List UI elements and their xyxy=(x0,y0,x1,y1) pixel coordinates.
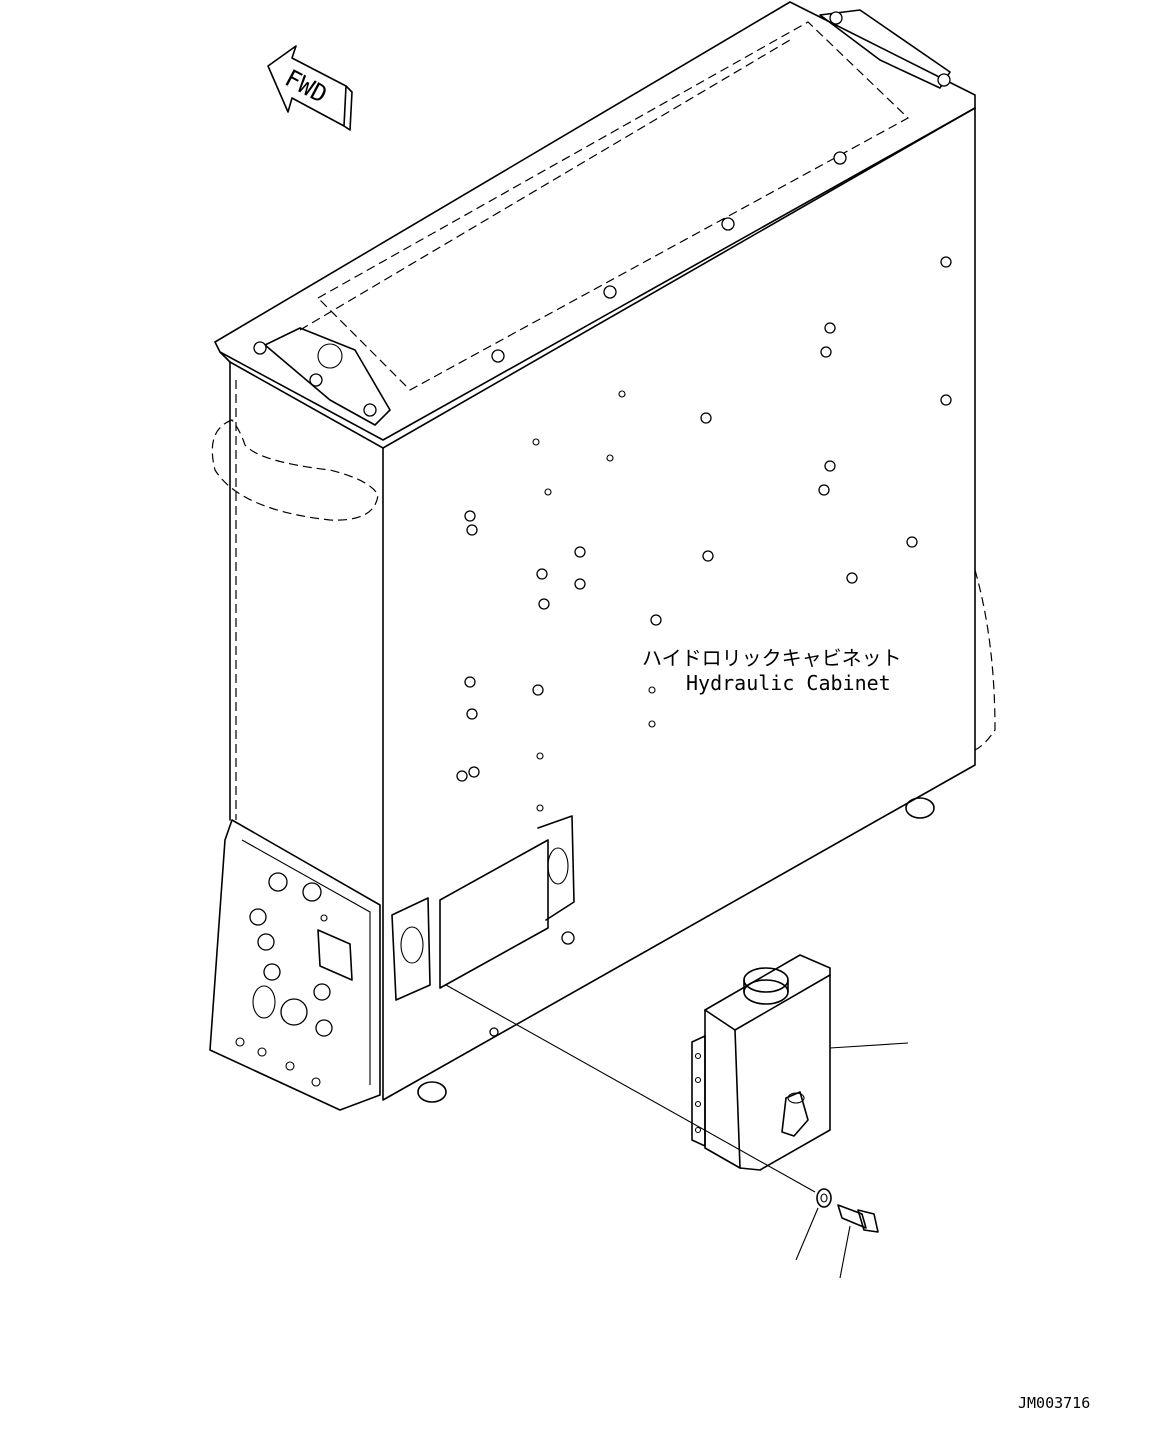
reservoir-tank xyxy=(691,954,909,1171)
hydraulic-cabinet xyxy=(209,1,996,1111)
drawing-number: JM003716 xyxy=(1018,1394,1090,1412)
washer-and-bolt xyxy=(795,1188,879,1279)
cabinet-label-japanese: ハイドロリックキャビネット xyxy=(642,646,902,670)
washer xyxy=(816,1188,832,1208)
fwd-label: FWD xyxy=(280,64,331,109)
cabinet-label-english: Hydraulic Cabinet xyxy=(686,671,891,695)
bolt xyxy=(837,1204,867,1229)
fwd-arrow: FWD xyxy=(267,45,353,131)
mounting-leader-line xyxy=(445,984,816,1193)
